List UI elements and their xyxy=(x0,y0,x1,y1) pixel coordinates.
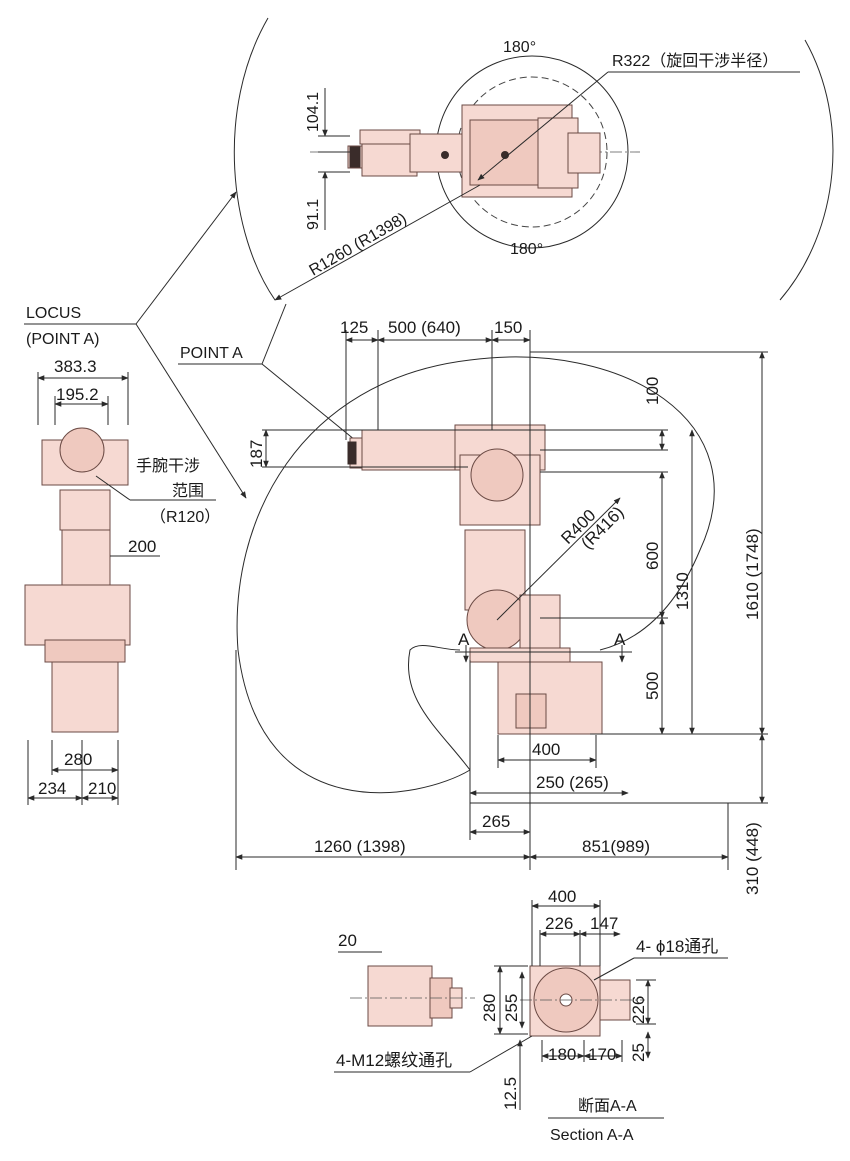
wrist-range-line1: 手腕干涉 xyxy=(136,457,200,475)
r322-label: R322（旋回干涉半径） xyxy=(612,52,778,70)
angle-bottom-text: 180° xyxy=(510,241,543,258)
dim-100: 100 xyxy=(643,377,662,405)
dim-600: 600 xyxy=(643,542,662,570)
sec-dim-280: 280 xyxy=(480,994,499,1022)
locus-callouts: LOCUS (POINT A) POINT A xyxy=(24,191,356,499)
dim-91-1: 91.1 xyxy=(305,199,322,230)
dim-195-2: 195.2 xyxy=(56,385,99,404)
section-side-robot xyxy=(350,965,475,1027)
sec-dim-400: 400 xyxy=(548,887,576,906)
section-title-cn: 断面A-A xyxy=(578,1097,637,1115)
top-locus-arc-right xyxy=(779,39,834,301)
locus-sub-label: (POINT A) xyxy=(26,331,100,348)
dim-125: 125 xyxy=(340,318,368,337)
sec-hole-label: 4- ϕ18通孔 xyxy=(636,937,718,956)
sec-dim-170: 170 xyxy=(588,1045,616,1064)
dim-500-v: 500 xyxy=(643,672,662,700)
side-locus-envelope xyxy=(236,356,715,794)
dim-250: 250 (265) xyxy=(536,773,609,792)
sec-dim-180: 180 xyxy=(548,1045,576,1064)
sec-dim-255: 255 xyxy=(502,994,521,1022)
dim-280-side: 280 xyxy=(64,750,92,769)
locus-label: LOCUS xyxy=(26,305,81,322)
side-view: 125 500 (640) 150 187 R400 (R416) 100 60… xyxy=(235,318,768,895)
sec-dim-20: 20 xyxy=(338,931,357,950)
sec-dim-12-5: 12.5 xyxy=(501,1077,520,1110)
side-view-robot xyxy=(347,424,603,735)
front-view-robot xyxy=(24,427,131,733)
dim-500-640: 500 (640) xyxy=(388,318,461,337)
dim-1260: 1260 (1398) xyxy=(314,837,406,856)
sec-dim-25: 25 xyxy=(629,1043,648,1062)
section-mark-left: A xyxy=(458,630,470,649)
section-a-a: 20 400 226 147 4- ϕ18通孔 280 255 226 xyxy=(334,887,728,1144)
wrist-range-line3: （R120） xyxy=(150,508,220,526)
section-mark-right: A xyxy=(614,630,626,649)
dim-400-base: 400 xyxy=(532,740,560,759)
point-a-label: POINT A xyxy=(180,345,243,362)
dim-265: 265 xyxy=(482,812,510,831)
angle-top-text: 180° xyxy=(503,39,536,56)
top-locus-arc-left xyxy=(233,17,276,301)
front-view: 383.3 195.2 手腕干涉 范围 （R120） 200 280 234 2… xyxy=(24,357,220,805)
dim-200: 200 xyxy=(128,537,156,556)
sec-dim-147: 147 xyxy=(590,914,618,933)
sec-m12-label: 4-M12螺纹通孔 xyxy=(336,1051,452,1070)
top-view: 180° 180° R322（旋回干涉半径） R1260 (R1398) 104… xyxy=(233,17,834,301)
dim-1610: 1610 (1748) xyxy=(743,528,762,620)
dim-150: 150 xyxy=(494,318,522,337)
dim-234: 234 xyxy=(38,779,66,798)
section-base-plate xyxy=(520,965,645,1037)
dim-851: 851(989) xyxy=(582,837,650,856)
dim-187: 187 xyxy=(247,440,266,468)
sec-dim-226v: 226 xyxy=(629,996,648,1024)
top-view-robot xyxy=(347,104,601,198)
sec-dim-226: 226 xyxy=(545,914,573,933)
wrist-range-line2: 范围 xyxy=(172,482,204,500)
dim-383-3: 383.3 xyxy=(54,357,97,376)
dim-1310: 1310 xyxy=(673,572,692,610)
dim-310: 310 (448) xyxy=(743,822,762,895)
section-title-en: Section A-A xyxy=(550,1127,634,1144)
dim-104-1: 104.1 xyxy=(305,92,322,132)
dim-210: 210 xyxy=(88,779,116,798)
